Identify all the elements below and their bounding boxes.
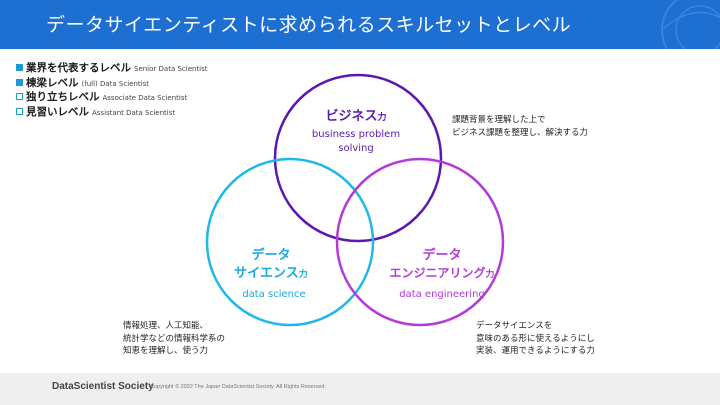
description-line: 知恵を理解し、使う力 [123, 346, 209, 356]
engineering-en: data engineering [399, 289, 485, 300]
description-line: 実装、運用できるようにする力 [476, 346, 595, 356]
legend-sub: Senior Data Scientist [134, 65, 208, 73]
legend-item-full: 棟梁レベル (full) Data Scientist [16, 75, 208, 90]
legend-item-associate: 独り立ちレベル Associate Data Scientist [16, 89, 208, 104]
business-en-line2: solving [338, 143, 374, 154]
legend-sub: Assistant Data Scientist [92, 108, 176, 117]
square-filled-icon [16, 64, 23, 71]
science-circle [205, 157, 375, 327]
description-line: 課題背景を理解した上で [452, 115, 546, 125]
square-filled-icon [16, 78, 23, 86]
business-description: 課題背景を理解した上で ビジネス課題を整理し、解決する力 [452, 114, 588, 139]
business-circle [273, 73, 443, 243]
science-title-line2: サイエンス力 [234, 266, 308, 281]
engineering-description: データサイエンスを 意味のある形に使えるようにし 実装、運用できるようにする力 [476, 320, 595, 358]
legend-item-assistant: 見習いレベル Assistant Data Scientist [16, 104, 208, 119]
globe-decoration-icon [661, 0, 720, 49]
square-outline-icon [16, 107, 23, 115]
legend-item-senior: 業界を代表するレベル Senior Data Scientist [16, 60, 208, 75]
legend-label: 見習いレベル [26, 105, 89, 118]
business-en-line1: business problem [312, 129, 400, 140]
engineering-title-line1: データ [422, 247, 461, 263]
legend-label: 業界を代表するレベル [26, 62, 131, 74]
legend-sub: Associate Data Scientist [102, 94, 188, 102]
legend-sub: (full) Data Scientist [81, 79, 149, 88]
description-line: データサイエンスを [476, 321, 553, 331]
engineering-title-line2: エンジニアリング力 [389, 265, 494, 280]
description-line: 統計学などの情報科学系の [123, 333, 226, 344]
title-bar: データサイエンティストに求められるスキルセットとレベル [0, 0, 720, 49]
footer-copyright: Copyright © 2022 The Japan DataScientist… [150, 384, 326, 390]
legend-label: 独り立ちレベル [26, 91, 100, 103]
description-line: 意味のある形に使えるようにし [476, 333, 595, 344]
page-title: データサイエンティストに求められるスキルセットとレベル [46, 14, 572, 36]
engineering-circle [335, 157, 505, 327]
level-legend: 業界を代表するレベル Senior Data Scientist 棟梁レベル (… [16, 60, 208, 118]
business-title: ビジネス力 [325, 108, 386, 124]
footer: DataScientist Society Copyright © 2022 T… [0, 373, 720, 405]
square-outline-icon [16, 93, 23, 100]
footer-brand: DataScientist Society [52, 381, 154, 392]
legend-label: 棟梁レベル [26, 76, 79, 89]
description-line: ビジネス課題を整理し、解決する力 [452, 127, 589, 138]
science-en: data science [242, 289, 305, 300]
science-description: 情報処理、人工知能、 統計学などの情報科学系の 知恵を理解し、使う力 [123, 320, 225, 358]
science-title-line1: データ [251, 247, 290, 263]
description-line: 情報処理、人工知能、 [123, 321, 209, 331]
